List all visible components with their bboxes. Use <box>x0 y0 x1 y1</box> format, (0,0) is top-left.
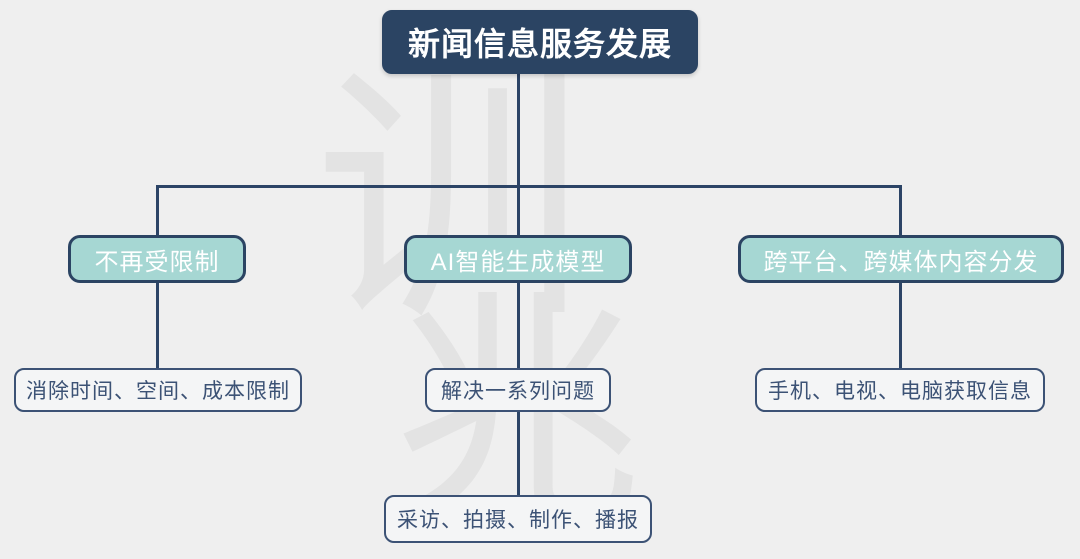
connector-child-to-grandchild <box>517 411 520 497</box>
leaf-node-2-2-label: 采访、拍摄、制作、播报 <box>397 509 639 532</box>
branch-node-1[interactable]: 不再受限制 <box>68 235 246 283</box>
leaf-node-2-2[interactable]: 采访、拍摄、制作、播报 <box>384 495 652 543</box>
connector-branch-2-to-child <box>517 283 520 369</box>
branch-node-2-label: AI智能生成模型 <box>430 248 606 276</box>
connector-branch-3-to-child <box>899 283 902 369</box>
leaf-node-3-1-label: 手机、电视、电脑获取信息 <box>768 380 1032 403</box>
connector-drop-branch-2 <box>517 185 520 236</box>
root-node[interactable]: 新闻信息服务发展 <box>382 10 698 74</box>
connector-root-stem <box>517 74 520 187</box>
leaf-node-1-1[interactable]: 消除时间、空间、成本限制 <box>14 368 302 412</box>
branch-node-3[interactable]: 跨平台、跨媒体内容分发 <box>738 235 1064 283</box>
leaf-node-1-1-label: 消除时间、空间、成本限制 <box>26 380 290 403</box>
connector-drop-branch-3 <box>899 185 902 236</box>
connector-horizontal-bus <box>156 185 902 188</box>
watermark-char-top: 训 <box>315 43 585 358</box>
branch-node-1-label: 不再受限制 <box>94 248 220 276</box>
connector-drop-branch-1 <box>156 185 159 236</box>
root-node-label: 新闻信息服务发展 <box>407 26 672 62</box>
leaf-node-2-1-label: 解决一系列问题 <box>441 380 595 403</box>
leaf-node-2-1[interactable]: 解决一系列问题 <box>425 368 611 412</box>
branch-node-2[interactable]: AI智能生成模型 <box>404 235 632 283</box>
leaf-node-3-1[interactable]: 手机、电视、电脑获取信息 <box>755 368 1045 412</box>
branch-node-3-label: 跨平台、跨媒体内容分发 <box>763 248 1039 276</box>
connector-branch-1-to-child <box>156 283 159 369</box>
